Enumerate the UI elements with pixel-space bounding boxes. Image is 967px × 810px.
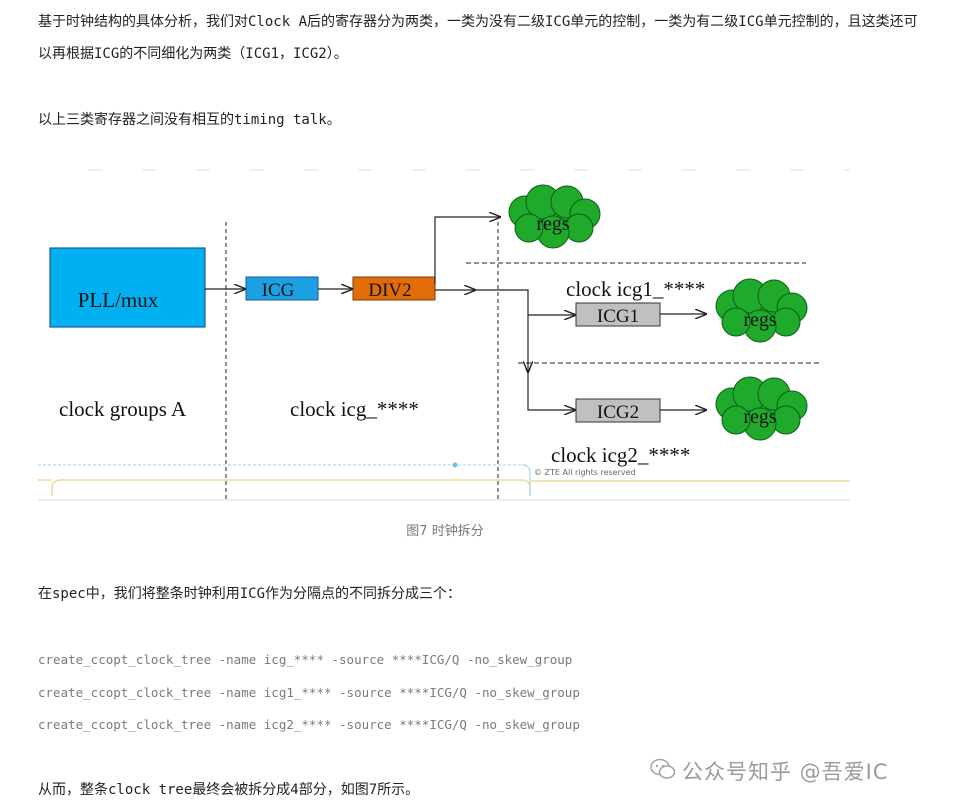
regs-label-icg2: regs [743, 406, 777, 428]
arrow-to-icg2 [527, 372, 575, 410]
branch-down-line [475, 289, 528, 372]
guide-corner [521, 464, 531, 496]
pll-mux-label: PLL/mux [78, 288, 159, 312]
icg-label: ICG [262, 280, 295, 301]
icg2-label: ICG2 [597, 402, 639, 423]
div2-label: DIV2 [368, 280, 411, 301]
regs-label-icg1: regs [743, 309, 777, 331]
code-line: create_ccopt_clock_tree -name icg1_**** … [38, 685, 580, 700]
paragraph-conclusion: 从而，整条clock tree最终会被拆分成4部分，如图7所示。 [38, 782, 420, 798]
arrow-div2-to-regs [434, 217, 500, 284]
code-line: create_ccopt_clock_tree -name icg2_**** … [38, 717, 580, 732]
paragraph-clock-analysis: 基于时钟结构的具体分析，我们对Clock A后的寄存器分为两类，一类为没有二级I… [38, 14, 918, 62]
figure-caption: 图7 时钟拆分 [406, 524, 484, 539]
clock-split-figure: PLL/mux ICG DIV2 ICG1 ICG2 regs regs reg… [38, 169, 850, 501]
paragraph-timing-talk: 以上三类寄存器之间没有相互的timing talk。 [38, 112, 341, 128]
clock-groups-a-label: clock groups A [59, 397, 187, 421]
code-line: create_ccopt_clock_tree -name icg_**** -… [38, 652, 573, 667]
copyright-text: © ZTE All rights reserved [534, 468, 636, 477]
clock-icg1-label: clock icg1_**** [566, 277, 705, 301]
wechat-icon [650, 758, 676, 779]
clock-icg-label: clock icg_**** [290, 397, 419, 421]
regs-label-top: regs [536, 213, 570, 235]
icg1-label: ICG1 [597, 306, 639, 327]
pll-mux-block [49, 247, 206, 328]
paragraph-spec-split: 在spec中，我们将整条时钟利用ICG作为分隔点的不同拆分成三个： [38, 586, 461, 602]
guide-dot [452, 462, 458, 468]
watermark-text: 公众号知乎 @吾爱IC [682, 760, 889, 784]
bottom-frame [51, 479, 531, 496]
clock-icg2-label: clock icg2_**** [551, 443, 690, 467]
